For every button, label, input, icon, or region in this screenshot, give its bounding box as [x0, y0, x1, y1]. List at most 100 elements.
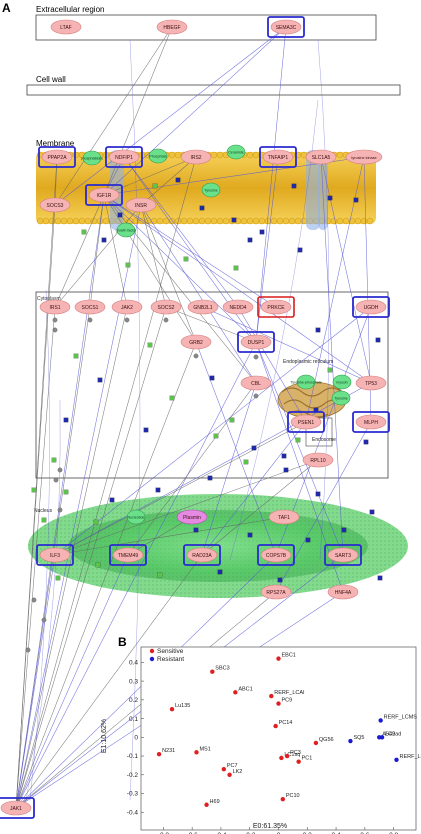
node-ppap2a[interactable]: PPAP2A	[38, 146, 76, 168]
point-label: LK2	[233, 769, 243, 775]
edge-marker	[291, 183, 297, 189]
node-label: NEDD4	[230, 305, 247, 311]
interaction-edge	[15, 306, 128, 809]
small-molecule-sm4[interactable]: Tyrosine	[201, 182, 221, 198]
node-hnf4a[interactable]: HNF4A	[327, 584, 359, 600]
small-molecule-shape	[226, 144, 246, 160]
transmembrane-channel	[306, 150, 320, 230]
extracellular-box	[35, 14, 377, 41]
node-nedd4[interactable]: NEDD4	[222, 299, 254, 315]
edge-marker	[147, 342, 153, 348]
edge-endpoint	[87, 317, 93, 323]
node-plasmin[interactable]: Plasmin	[176, 509, 208, 525]
node-grb2[interactable]: GRB2	[180, 334, 212, 350]
small-molecule-sm1[interactable]: phosphatidate	[81, 150, 104, 166]
node-irs2[interactable]: IRS2	[180, 149, 212, 165]
node-shape	[108, 149, 140, 165]
lipid-head	[336, 217, 344, 225]
node-prkce[interactable]: PRKCE	[257, 296, 295, 318]
edge-marker	[175, 177, 181, 183]
node-label: SEMA3C	[276, 25, 297, 31]
node-label: LTAF	[60, 25, 71, 31]
lipid-head	[258, 217, 266, 225]
node-label: TAF1	[278, 515, 290, 521]
node-tmem49[interactable]: TMEM49	[109, 544, 147, 566]
x-tick-label: 0	[277, 832, 281, 834]
node-label: RAD23A	[192, 553, 212, 559]
small-molecule-label: Tyrosine	[334, 397, 348, 401]
node-shape	[176, 509, 208, 525]
node-tnfaip1[interactable]: TNFAIP1	[259, 146, 297, 168]
highlight-box	[257, 296, 295, 318]
node-label: SOCS2	[158, 305, 175, 311]
interaction-edge	[103, 194, 277, 308]
node-socs2[interactable]: SOCS2	[150, 299, 182, 315]
small-molecule-sm8[interactable]: Tyrosine	[331, 390, 351, 406]
node-insr[interactable]: INSR	[125, 197, 157, 213]
node-irs1[interactable]: IRS1	[39, 299, 71, 315]
y-tick-label: 0.1	[129, 716, 138, 723]
node-cbl[interactable]: CBL	[240, 375, 272, 391]
node-dusp1[interactable]: DUSP1	[237, 331, 275, 353]
endosome-label: Endosome	[312, 437, 336, 443]
interaction-edge	[54, 156, 58, 206]
node-label: JAK1	[10, 806, 22, 812]
edge-marker	[283, 467, 289, 473]
node-cops7b[interactable]: COPS7B	[257, 544, 295, 566]
node-shape	[150, 299, 182, 315]
node-shape	[305, 149, 337, 165]
small-molecule-sm3[interactable]: Ceramide	[226, 144, 246, 160]
node-ndfip1[interactable]: NDFIP1	[105, 146, 143, 168]
small-molecule-sm7[interactable]: myosin	[332, 374, 352, 390]
data-point-n231: N231	[156, 748, 175, 757]
lipid-head	[210, 217, 218, 225]
point-marker	[394, 757, 399, 762]
node-jak2[interactable]: JAK2	[111, 299, 143, 315]
small-molecule-sm2[interactable]: Phosphate	[148, 148, 168, 164]
node-ltaf[interactable]: LTAF	[50, 19, 82, 35]
node-rad23a[interactable]: RAD23A	[183, 544, 221, 566]
node-tyrk[interactable]: tyrosine kinase	[345, 149, 383, 165]
node-hbegf[interactable]: HBEGF	[156, 19, 188, 35]
interaction-edge	[15, 194, 105, 809]
small-molecule-sm6[interactable]: Tyrosine-phosphate	[290, 374, 322, 390]
node-jak1[interactable]: JAK1	[0, 797, 35, 819]
small-molecule-sm9[interactable]: Nucleotide	[126, 509, 146, 525]
edge-marker	[247, 532, 253, 538]
node-rps27a[interactable]: RPS27A	[260, 584, 292, 600]
node-igf1r[interactable]: IGF1R	[85, 184, 123, 206]
node-socs1[interactable]: SOCS1	[74, 299, 106, 315]
cell-wall-label: Cell wall	[36, 75, 66, 84]
node-label: INSR	[135, 203, 147, 209]
node-mlph[interactable]: MLPH	[352, 411, 390, 433]
point-label: RERF_LCKJ	[399, 754, 421, 760]
panel-b-letter: B	[118, 635, 127, 649]
node-gnb2l1[interactable]: GNB2L1	[187, 299, 219, 315]
edge-marker	[199, 205, 205, 211]
node-socs3[interactable]: SOCS3	[39, 197, 71, 213]
node-shape	[355, 299, 387, 315]
node-rpl10[interactable]: RPL10	[302, 452, 334, 468]
node-ilf3[interactable]: ILF3	[36, 544, 74, 566]
highlight-box	[109, 544, 147, 566]
data-point-pc3: PC3	[284, 750, 301, 759]
node-tp53[interactable]: TP53	[355, 375, 387, 391]
node-label: SOCS1	[82, 305, 99, 311]
interaction-edge	[140, 204, 197, 343]
interaction-edge	[229, 99, 319, 561]
node-label: RPS27A	[266, 590, 286, 596]
node-slc1a5[interactable]: SLC1A5	[305, 149, 337, 165]
lipid-head	[354, 217, 362, 225]
node-taf1[interactable]: TAF1	[268, 509, 300, 525]
node-psen1[interactable]: PSEN1	[287, 411, 325, 433]
node-ugdh[interactable]: UGDH	[352, 296, 390, 318]
small-molecule-sm5[interactable]: growth factor	[116, 222, 138, 238]
lipid-head	[180, 217, 188, 225]
node-label: ILF3	[50, 553, 60, 559]
point-marker	[204, 802, 209, 807]
node-sema3c[interactable]: SEMA3C	[267, 16, 305, 38]
small-molecule-shape	[148, 148, 168, 164]
point-marker	[296, 759, 301, 764]
node-sart3[interactable]: SART3	[324, 544, 362, 566]
edge-marker	[281, 453, 287, 459]
